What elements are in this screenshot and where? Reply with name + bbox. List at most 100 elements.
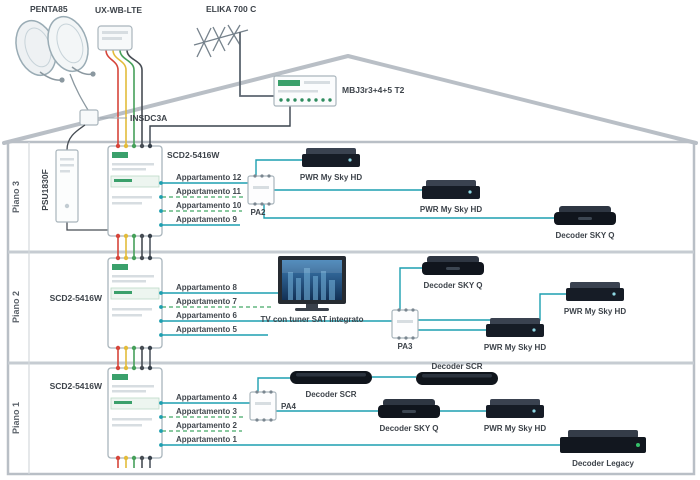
splitter-detail xyxy=(397,320,413,323)
decoder-highlight xyxy=(422,374,492,378)
roof-splitter-label: INSDC3A xyxy=(130,113,167,123)
amplifier-detail xyxy=(278,90,318,93)
multiswitch-box xyxy=(107,145,163,237)
cable-yellow xyxy=(112,49,127,71)
decoder-pwr-my-sky-hd-f3-1 xyxy=(302,148,360,167)
pa2-to-pwr1-line xyxy=(255,159,302,176)
multiswitch-connectors xyxy=(115,365,163,461)
lnb-head-icon xyxy=(90,71,96,77)
multiswitch-band xyxy=(110,175,160,188)
lnb-unit xyxy=(97,25,133,51)
psu-connector xyxy=(64,203,70,209)
pa2-label: PA2 xyxy=(251,208,267,217)
decoder-sky-q-f3 xyxy=(554,206,616,225)
roof-splitter-box xyxy=(79,109,99,126)
multiswitch-floor3-label: SCD2-5416W xyxy=(167,150,220,160)
cable-red xyxy=(105,49,119,71)
psu-unit xyxy=(55,124,108,231)
legacy-label: Decoder Legacy xyxy=(572,459,634,468)
splitter-detail xyxy=(253,186,269,189)
amplifier-logo xyxy=(278,80,300,86)
decoder-front xyxy=(486,405,544,418)
multiswitch-logo xyxy=(112,374,128,380)
splitter-box xyxy=(391,309,419,339)
decoder-led xyxy=(636,443,640,447)
psu-box xyxy=(55,149,79,223)
roof-line xyxy=(2,54,698,145)
decoder-sky-q-f1 xyxy=(378,399,440,418)
decoder-bar xyxy=(290,371,372,384)
multiswitch-logo xyxy=(112,152,128,158)
psu-detail xyxy=(60,164,74,167)
splitter-detail xyxy=(255,402,271,405)
skyq-f3-label: Decoder SKY Q xyxy=(556,231,615,240)
multiswitch-band xyxy=(110,287,160,300)
apartment-5-label: Appartamento 5 xyxy=(176,325,237,334)
multiswitch-box xyxy=(107,367,163,459)
tv-label: TV con tuner SAT integrato xyxy=(261,315,364,324)
multiswitch-detail xyxy=(112,385,154,388)
pwr-f3-2-label: PWR My Sky HD xyxy=(420,205,482,214)
multiswitch-logo xyxy=(112,264,128,270)
decoder-legacy xyxy=(560,430,646,453)
decoder-pwr-my-sky-hd-f1 xyxy=(486,399,544,418)
tv-screen-buildings xyxy=(288,268,335,300)
penta85-label: PENTA85 xyxy=(30,4,68,14)
psu-output-cable xyxy=(66,222,108,231)
apartment-9-label: Appartamento 9 xyxy=(176,215,237,224)
pwr-f3-1-label: PWR My Sky HD xyxy=(300,173,362,182)
decoder-front xyxy=(566,288,624,301)
floor2-lines xyxy=(162,267,566,336)
decoder-pwr-my-sky-hd-f3-2 xyxy=(422,180,480,199)
psu-detail xyxy=(60,170,70,173)
psu-detail xyxy=(60,158,74,161)
antenna-element xyxy=(227,24,241,46)
lnb-detail xyxy=(102,37,122,40)
cable-dark xyxy=(126,49,143,71)
terrestrial-antenna xyxy=(193,24,274,97)
psu-roof-cable xyxy=(66,124,86,151)
multiswitch-detail xyxy=(112,202,142,205)
tv-screen-glare xyxy=(282,260,342,273)
tv-stand-neck xyxy=(306,304,318,308)
multiswitch-floor2 xyxy=(107,255,163,351)
multiswitch-band-logo xyxy=(114,401,132,404)
skyq-f1-label: Decoder SKY Q xyxy=(380,424,439,433)
splitter-box xyxy=(247,175,275,205)
multiswitch-detail xyxy=(112,163,154,166)
floor3-name: Piano 3 xyxy=(11,181,21,213)
decoder-led xyxy=(612,292,616,296)
multiswitch-detail xyxy=(112,424,142,427)
multiswitch-floor2-label: SCD2-5416W xyxy=(50,293,103,303)
splitter-pa2 xyxy=(247,174,275,206)
floor3-lines xyxy=(162,159,554,226)
splitter-pa4 xyxy=(249,390,277,422)
decoder-led xyxy=(348,158,352,162)
multiswitch-box xyxy=(107,257,163,349)
lnb-label: UX-WB-LTE xyxy=(95,5,142,15)
amplifier-connectors xyxy=(279,98,332,102)
decoder-badge xyxy=(446,267,460,270)
apartment-11-label: Appartamento 11 xyxy=(176,187,241,196)
apartment-6-label: Appartamento 6 xyxy=(176,311,237,320)
multiswitch-detail xyxy=(112,390,146,393)
multiswitch-detail xyxy=(112,280,146,283)
decoder-front xyxy=(302,154,360,167)
psu-label: PSU1830F xyxy=(40,169,50,211)
cable-green xyxy=(119,49,135,71)
multiswitch-detail xyxy=(112,275,154,278)
antenna-element xyxy=(196,27,212,58)
floor2-name: Piano 2 xyxy=(11,291,21,323)
multiswitch-band-logo xyxy=(114,179,132,182)
pa3-label: PA3 xyxy=(398,342,414,351)
apartment-7-label: Appartamento 7 xyxy=(176,297,237,306)
pa4-label: PA4 xyxy=(281,402,297,411)
tv-stand-base xyxy=(295,308,329,311)
pa2-to-skyq-line xyxy=(263,204,554,219)
decoder-top xyxy=(568,430,638,438)
scr-2-label: Decoder SCR xyxy=(431,362,482,371)
antenna-boom xyxy=(193,29,249,46)
antenna-label: ELIKA 700 C xyxy=(206,4,256,14)
